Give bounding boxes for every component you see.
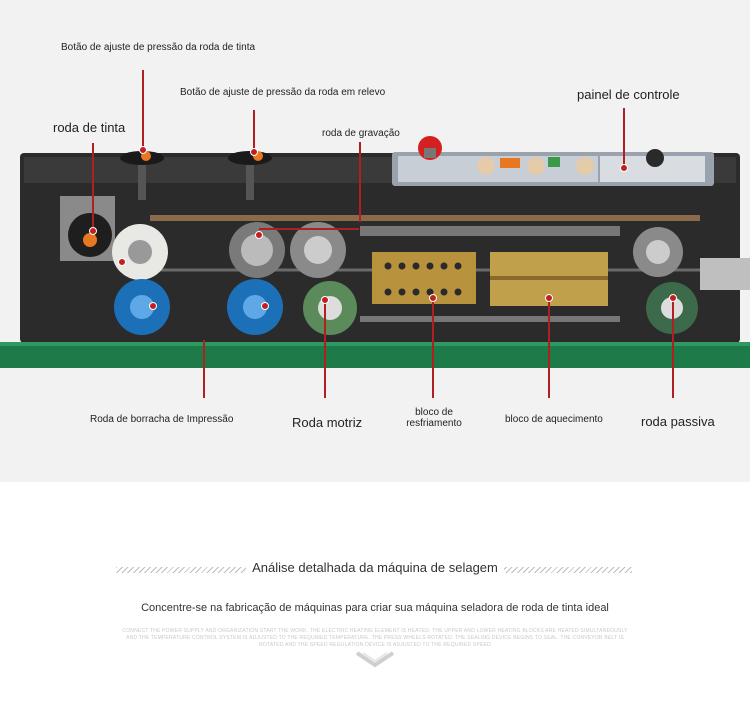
label-emboss-pressure-knob: Botão de ajuste de pressão da roda em re… — [180, 87, 386, 98]
section-subtitle: Concentre-se na fabricação de máquinas p… — [141, 602, 609, 614]
section-heading: Análise detalhada da máquina de selagem — [246, 560, 504, 575]
label-rubber-print-wheel: Roda de borracha de Impressão — [90, 414, 234, 425]
heading-divider-left — [116, 567, 248, 573]
heading-divider-right — [500, 567, 632, 573]
cooling-block — [372, 252, 476, 304]
fine-print: CONNECT THE POWER SUPPLY AND ORGANIZATIO… — [122, 628, 628, 648]
label-cooling-block: bloco de resfriamento — [398, 407, 470, 429]
label-ink-wheel: roda de tinta — [53, 120, 126, 135]
label-engraving-wheel: roda de gravação — [322, 128, 400, 139]
label-drive-wheel: Roda motriz — [292, 415, 363, 430]
label-cooling-block-line2: resfriamento — [406, 418, 462, 429]
label-control-panel: painel de controle — [577, 87, 680, 102]
label-cooling-block-line1: bloco de — [415, 407, 453, 418]
chevron-down-icon[interactable] — [355, 650, 395, 672]
label-heating-block: bloco de aquecimento — [505, 414, 603, 425]
label-passive-wheel: roda passiva — [641, 414, 715, 429]
product-photo-area: Botão de ajuste de pressão da roda de ti… — [0, 0, 750, 482]
sealing-machine-illustration — [0, 136, 750, 368]
conveyor-belt — [0, 342, 750, 368]
label-ink-pressure-knob: Botão de ajuste de pressão da roda de ti… — [61, 42, 256, 53]
section-heading-row: Análise detalhada da máquina de selagem — [0, 560, 750, 580]
